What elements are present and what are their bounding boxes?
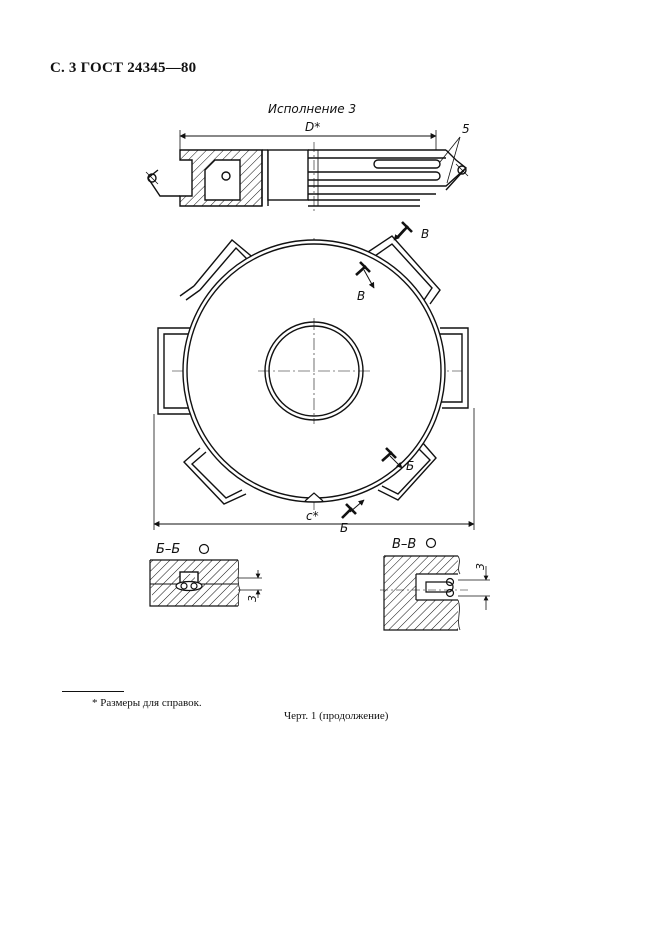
svg-text:В: В [421, 227, 429, 241]
plan-view: В В Б Б с* [153, 221, 475, 535]
wire-loop-top-right [367, 235, 441, 305]
chord-label: с* [306, 509, 319, 523]
section-vv-title: В–В [392, 537, 416, 552]
page-header: С. 3 ГОСТ 24345—80 [50, 60, 197, 76]
tube-bundle [308, 149, 467, 207]
wire-loop-bottom-left [182, 447, 247, 505]
svg-text:Б: Б [340, 521, 348, 535]
side-section-view: Исполнение 3 D* 5 [145, 102, 470, 214]
diameter-label: D* [305, 120, 320, 134]
svg-text:В: В [357, 289, 365, 303]
section-vv-detail: В–В 3 [380, 537, 490, 631]
footnote-rule [62, 691, 124, 692]
variant-title: Исполнение 3 [268, 102, 356, 116]
wire-loop-top-left [179, 239, 257, 301]
section-mark-v-outer: В [393, 221, 429, 241]
section-bb-title: Б–Б [156, 542, 180, 557]
footnote: * Размеры для справок. [92, 697, 202, 709]
wire-loop-left [157, 327, 190, 415]
section-bb-detail: Б–Б 3 [149, 542, 262, 607]
svg-text:Б: Б [406, 459, 414, 473]
section-mark-b-upper: Б [381, 447, 414, 473]
wire-loop-right [436, 327, 469, 409]
figure-caption: Черт. 1 (продолжение) [284, 710, 389, 722]
section-mark-v-inner: В [355, 261, 375, 303]
part-number-label: 5 [462, 122, 470, 136]
section-mark-b-lower: Б [340, 499, 365, 535]
wire-loop-bottom-right [377, 441, 437, 501]
section-bb-dimension: 3 [246, 595, 259, 602]
section-vv-dimension: 3 [474, 563, 487, 570]
